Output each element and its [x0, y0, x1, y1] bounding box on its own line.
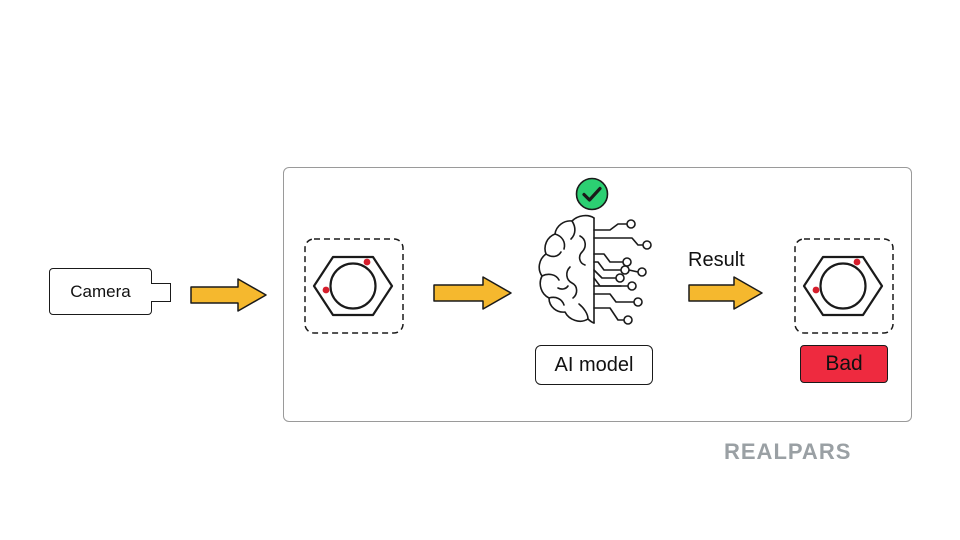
- brain-circuit-icon: [538, 214, 652, 325]
- ai-model-label-box: AI model: [535, 345, 653, 385]
- result-label: Result: [688, 249, 745, 271]
- arrow-icon: [433, 276, 512, 310]
- camera-label: Camera: [70, 281, 131, 301]
- result-status-badge: Bad: [800, 345, 888, 383]
- result-status-label: Bad: [825, 352, 863, 375]
- input-nut-image: [304, 238, 404, 334]
- arrow-icon: [688, 276, 763, 310]
- arrow-icon: [190, 278, 267, 312]
- output-nut-image: [794, 238, 894, 334]
- ai-model-label: AI model: [554, 353, 634, 376]
- process-frame: [283, 167, 912, 422]
- brand-logo: REALPARS: [724, 439, 852, 464]
- nut-icon: [802, 255, 884, 317]
- camera-body: Camera: [49, 268, 152, 315]
- camera-lens-icon: [151, 283, 171, 302]
- nut-icon: [312, 255, 394, 317]
- check-circle-icon: [575, 177, 609, 211]
